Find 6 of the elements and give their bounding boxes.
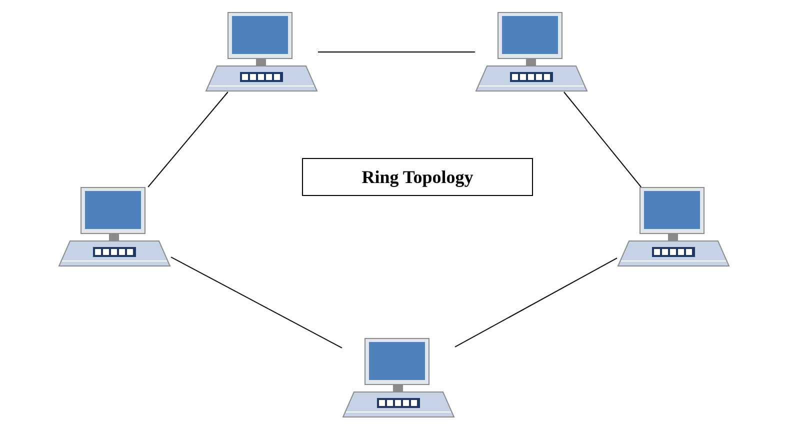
connection-line [454, 258, 618, 348]
connection-line [148, 92, 228, 188]
connection-line [563, 92, 642, 188]
title-box [302, 158, 533, 196]
title-text: Ring Topology [362, 166, 474, 189]
connection-line [170, 256, 342, 348]
